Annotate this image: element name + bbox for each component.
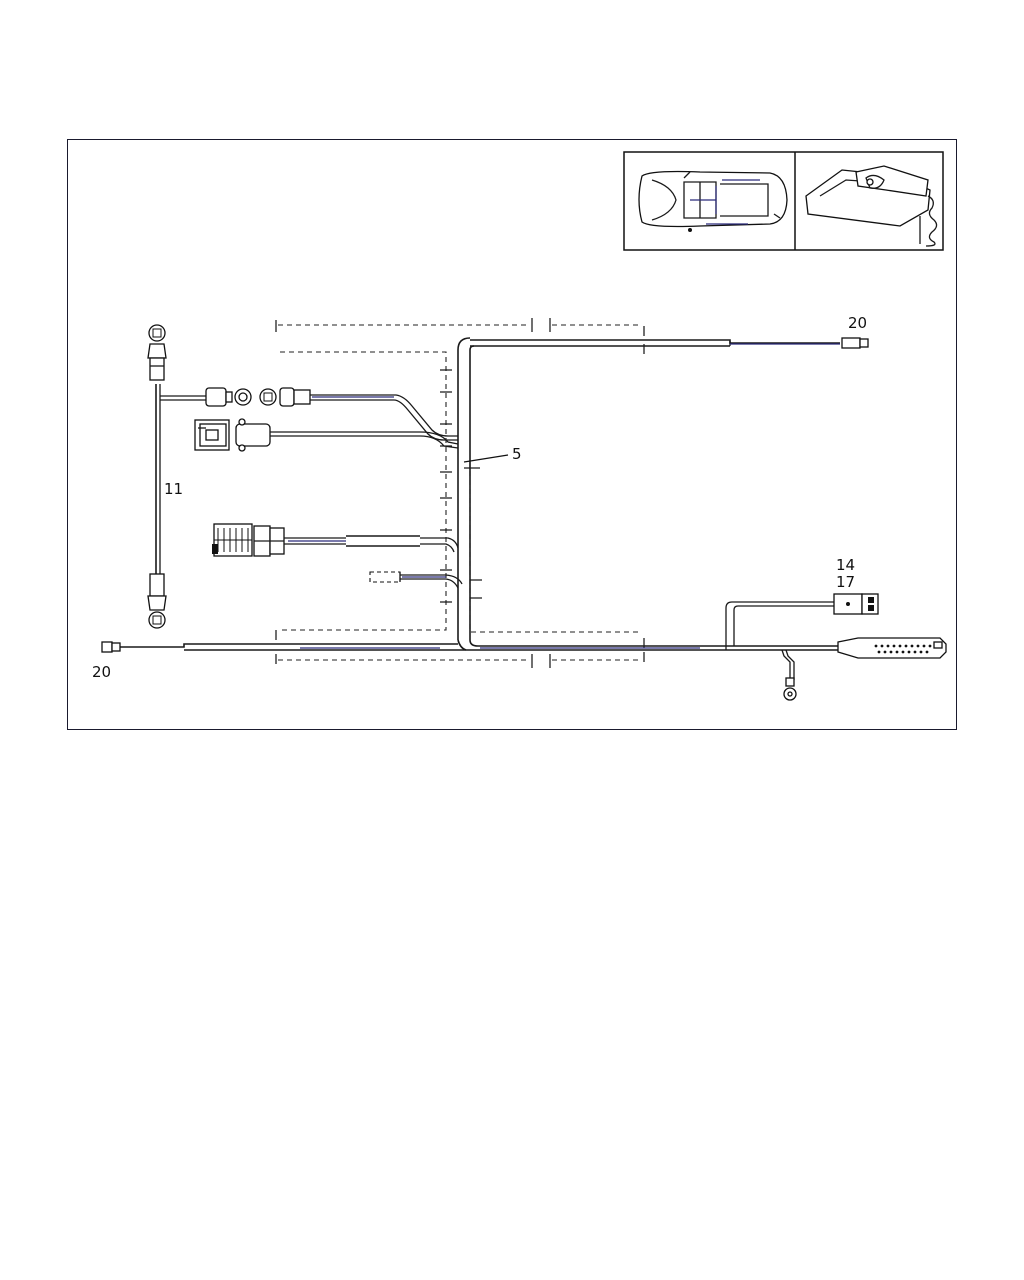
callout-plug-a: 14: [836, 556, 855, 574]
callout-harness: 5: [512, 445, 522, 463]
callout-plug-b: 17: [836, 573, 855, 591]
main-wiring-harness: [120, 337, 840, 651]
callout-vertical-cable: 11: [164, 480, 183, 498]
car-top-view-icon: [638, 170, 788, 232]
branch-round-plugs: [205, 387, 458, 441]
diagram-frame: [67, 139, 957, 730]
dashed-routing-outline: [275, 318, 645, 668]
telephone-handset-icon: [805, 165, 938, 247]
top-right-connector: [730, 337, 869, 349]
plug-14-17-branch: [725, 593, 879, 650]
left-vertical-cable: [155, 384, 206, 574]
callout-5-leader: [463, 454, 509, 463]
branch-relay-block: [194, 418, 459, 452]
top-sensor-connector: [147, 324, 167, 381]
branch-small-connector: [369, 571, 463, 589]
bottom-sensor-connector: [147, 573, 167, 629]
multi-pin-connector: [837, 637, 947, 659]
ground-eyelet: [781, 649, 797, 701]
callout-top-right: 20: [848, 314, 867, 332]
branch-fuse-block: [212, 523, 459, 557]
callout-bottom-left: 20: [92, 663, 111, 681]
bottom-left-connector: [101, 641, 121, 653]
